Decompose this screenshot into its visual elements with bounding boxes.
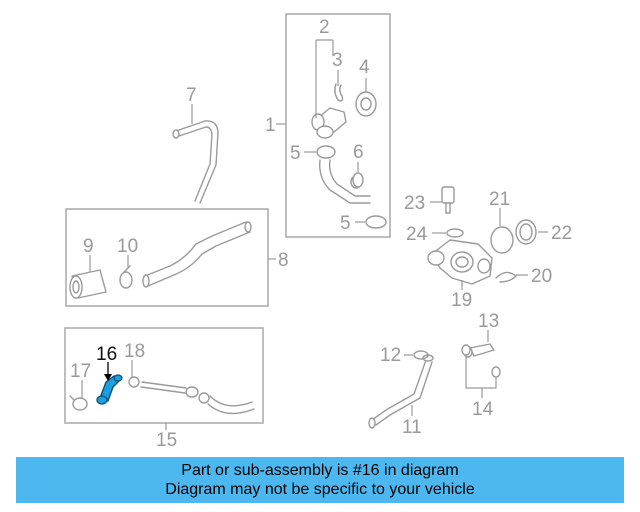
o-ring-part-12 bbox=[413, 350, 429, 360]
housing-part-19 bbox=[427, 239, 493, 285]
o-ring-part-24 bbox=[446, 228, 464, 238]
gasket-part-4 bbox=[355, 91, 377, 117]
callout-5a[interactable]: 5 bbox=[290, 143, 301, 164]
callout-12[interactable]: 12 bbox=[380, 345, 401, 366]
hose-part-group1 bbox=[316, 145, 387, 229]
callout-15[interactable]: 15 bbox=[156, 430, 177, 451]
parts-diagram: 1 2 3 4 5 5 6 7 8 9 10 11 12 13 14 15 16… bbox=[64, 13, 572, 451]
leader-arrow-part-16 bbox=[104, 374, 112, 381]
gasket-part-22 bbox=[515, 219, 537, 245]
banner-line-1: Part or sub-assembly is #16 in diagram bbox=[181, 462, 459, 479]
clip-part-20 bbox=[495, 271, 517, 283]
callout-4[interactable]: 4 bbox=[359, 57, 370, 78]
hose-part-7 bbox=[172, 120, 219, 204]
callout-10[interactable]: 10 bbox=[117, 236, 138, 257]
callout-20[interactable]: 20 bbox=[531, 266, 552, 287]
callout-24[interactable]: 24 bbox=[406, 224, 428, 245]
callout-3[interactable]: 3 bbox=[332, 50, 343, 71]
callout-2[interactable]: 2 bbox=[319, 17, 330, 38]
callout-22[interactable]: 22 bbox=[551, 223, 572, 244]
group-box-1 bbox=[285, 13, 391, 238]
pipe-part-11 bbox=[368, 354, 434, 429]
info-banner: Part or sub-assembly is #16 in diagram D… bbox=[16, 457, 624, 503]
callout-7[interactable]: 7 bbox=[186, 85, 197, 106]
callout-14[interactable]: 14 bbox=[472, 399, 494, 420]
sensor-part-3 bbox=[334, 83, 344, 102]
clamp-part-17 bbox=[69, 395, 88, 411]
banner-line-2: Diagram may not be specific to your vehi… bbox=[165, 481, 475, 498]
pipe-part-2 bbox=[311, 107, 347, 139]
hose-part-16 bbox=[96, 374, 123, 405]
callout-11[interactable]: 11 bbox=[402, 417, 422, 438]
callout-16[interactable]: 16 bbox=[96, 344, 117, 365]
thermostat-part-21 bbox=[490, 226, 514, 254]
callout-13[interactable]: 13 bbox=[478, 311, 499, 332]
clamp-part-14 bbox=[461, 344, 501, 378]
callout-6[interactable]: 6 bbox=[353, 142, 364, 163]
group-box-8 bbox=[65, 208, 269, 307]
callout-5b[interactable]: 5 bbox=[340, 213, 351, 234]
callout-23[interactable]: 23 bbox=[404, 193, 425, 214]
callout-9[interactable]: 9 bbox=[83, 236, 94, 257]
sensor-part-23 bbox=[441, 186, 455, 214]
callout-1[interactable]: 1 bbox=[265, 115, 276, 136]
pipe-part-15 bbox=[140, 381, 255, 415]
callout-18[interactable]: 18 bbox=[124, 341, 145, 362]
coupling-part-9 bbox=[69, 269, 107, 299]
clamp-part-18 bbox=[128, 376, 140, 388]
group-box-15 bbox=[64, 327, 264, 424]
callout-21[interactable]: 21 bbox=[489, 189, 510, 210]
callout-8[interactable]: 8 bbox=[278, 250, 289, 271]
clamp-part-10 bbox=[119, 265, 133, 289]
callout-19[interactable]: 19 bbox=[451, 290, 472, 311]
hose-part-8 bbox=[142, 221, 252, 288]
clamp-part-6 bbox=[352, 172, 364, 188]
callout-17[interactable]: 17 bbox=[70, 361, 91, 382]
